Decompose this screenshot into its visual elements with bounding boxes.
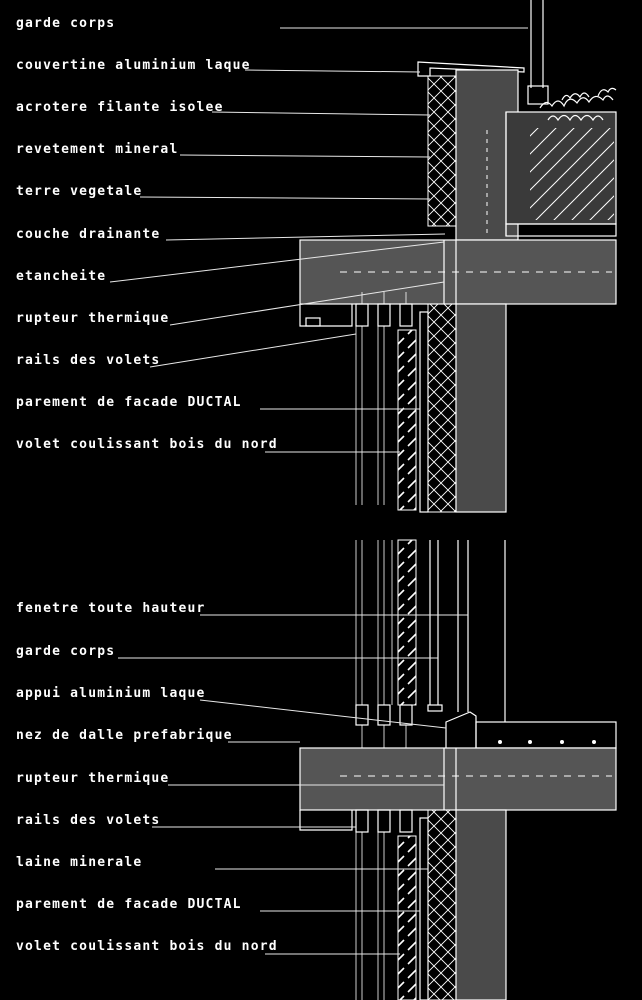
label-volet-coulissant-2: volet coulissant bois du nord — [16, 939, 278, 954]
label-fenetre: fenetre toute hauteur — [16, 601, 206, 616]
label-rails-volets: rails des volets — [16, 353, 160, 368]
label-appui: appui aluminium laque — [16, 686, 206, 701]
wooden-sliding-shutter — [397, 329, 417, 511]
floor-finish — [475, 721, 617, 749]
label-laine-minerale: laine minerale — [16, 855, 142, 870]
label-rupteur-thermique: rupteur thermique — [16, 311, 169, 326]
aluminium-sill — [445, 711, 477, 753]
shutter-rails — [355, 292, 413, 327]
label-revetement: revetement mineral — [16, 142, 178, 157]
mineral-wool — [427, 303, 457, 513]
structural-wall — [455, 303, 507, 513]
labels: garde corps couvertine aluminium laque a… — [16, 16, 278, 954]
label-rails-volets-2: rails des volets — [16, 813, 160, 828]
label-garde-corps-2: garde corps — [16, 644, 115, 659]
label-parement-ductal: parement de facade DUCTAL — [16, 395, 242, 410]
parapet-insulation — [427, 75, 457, 227]
floor-slab — [299, 747, 617, 811]
label-terre-vegetale: terre vegetale — [16, 184, 142, 199]
full-height-window — [427, 540, 506, 722]
label-volet-coulissant: volet coulissant bois du nord — [16, 437, 278, 452]
guardrail-base — [527, 85, 549, 105]
drainage-layer — [505, 223, 617, 237]
structural-wall — [455, 809, 507, 1000]
leader-lines — [109, 27, 528, 955]
label-parement-ductal-2: parement de facade DUCTAL — [16, 897, 242, 912]
lower-detail — [299, 539, 617, 1000]
label-couvertine: couvertine aluminium laque — [16, 58, 251, 73]
shutter-rails-top — [355, 704, 413, 748]
label-nez-de-dalle: nez de dalle prefabrique — [16, 728, 233, 743]
label-acrotere: acrotere filante isolee — [16, 100, 224, 115]
ductal-facade-panel — [419, 311, 429, 513]
ductal-facade-panel — [419, 817, 429, 1000]
precast-slab-nose — [299, 810, 353, 831]
aluminium-coping — [417, 61, 525, 77]
upper-detail — [299, 0, 617, 513]
label-couche-drainante: couche drainante — [16, 227, 160, 242]
shutter-rails — [355, 809, 413, 833]
label-etancheite: etancheite — [16, 269, 106, 284]
mineral-wool — [427, 809, 457, 1000]
label-rupteur-thermique-2: rupteur thermique — [16, 771, 169, 786]
wooden-sliding-shutter — [397, 835, 417, 1000]
wooden-sliding-shutter — [397, 539, 417, 706]
label-garde-corps: garde corps — [16, 16, 115, 31]
